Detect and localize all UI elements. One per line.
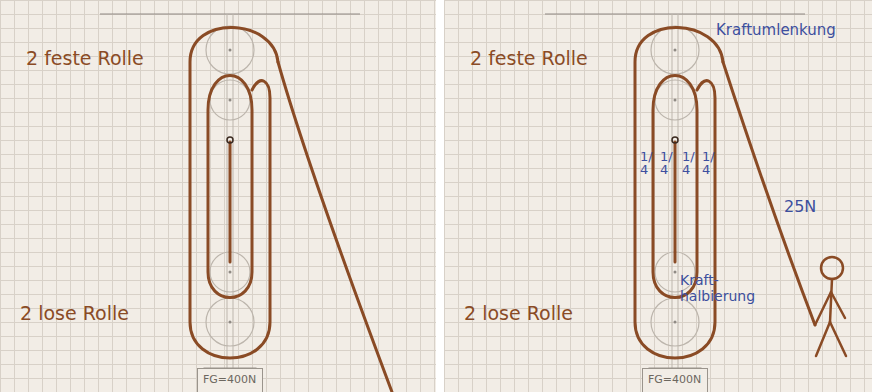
- annotation-note: Kraft- halbierung: [680, 272, 766, 304]
- pulley-group-label: 2 lose Rolle: [20, 303, 129, 325]
- pulley-group-label: 2 feste Rolle: [26, 48, 144, 70]
- annotation-note: Kraftumlenkung: [716, 22, 836, 39]
- pulley-group-label: 2 feste Rolle: [470, 48, 588, 70]
- pulley-group-label: 2 lose Rolle: [464, 303, 573, 325]
- weight-label: FG=400N: [648, 373, 702, 386]
- weight-label: FG=400N: [203, 373, 257, 386]
- fraction-label: 1/4: [660, 150, 668, 176]
- stick-figure: [815, 257, 846, 356]
- fraction-label: 1/4: [702, 150, 710, 176]
- weight-box: FG=400N: [642, 368, 708, 392]
- fraction-label: 1/4: [682, 150, 690, 176]
- fraction-label: 1/4: [640, 150, 648, 176]
- force-value: 25N: [784, 198, 816, 216]
- weight-box: FG=400N: [197, 368, 263, 392]
